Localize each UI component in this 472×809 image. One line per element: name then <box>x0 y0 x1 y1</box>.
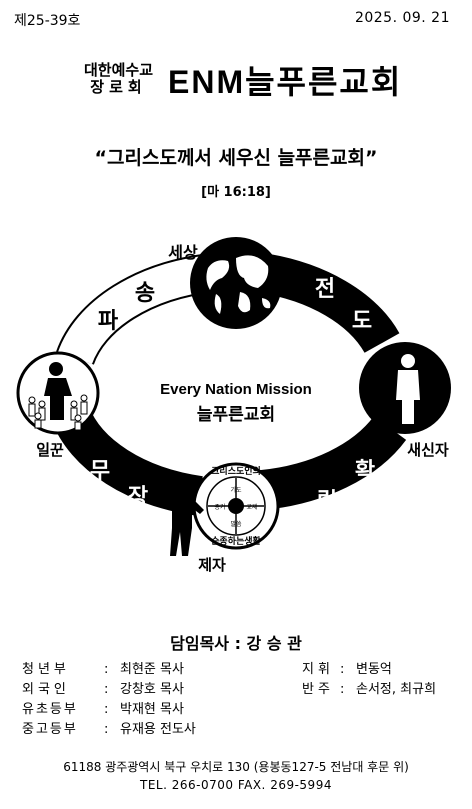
arc-evangelism-char1: 전 <box>315 277 335 302</box>
globe-icon <box>190 237 282 329</box>
staff-row: 반주: 손서정, 최규희 <box>302 678 436 697</box>
staff-separator: : <box>104 722 109 737</box>
staff-role: 청년부 <box>22 662 70 677</box>
arc-establish <box>259 415 407 510</box>
arc-evangelism-char2: 도 <box>352 309 372 334</box>
arc-evangelism <box>258 253 400 354</box>
arc-dispatch-char2: 송 <box>135 281 155 306</box>
church-motto: “그리스도께서 세우신 늘푸른교회” <box>94 147 378 169</box>
bible-verse: [마 16:18] <box>201 185 271 200</box>
arc-establish-char2: 립 <box>317 489 337 514</box>
staff-name: 강창호 목사 <box>120 682 184 697</box>
emblem-left: 증거 <box>214 503 225 511</box>
emblem-right: 교제 <box>246 503 257 511</box>
label-army: 일꾼 <box>36 441 64 459</box>
staff-name: 유재용 전도사 <box>120 722 196 737</box>
church-address: 61188 광주광역시 북구 우치로 130 (용봉동127-5 전남대 후문 … <box>63 760 409 774</box>
staff-row: 유초등부: 박재현 목사 <box>22 698 184 717</box>
staff-row: 중고등부: 유재용 전도사 <box>22 718 196 737</box>
staff-separator: : <box>340 682 345 697</box>
arc-establish-char1: 확 <box>355 459 375 484</box>
staff-separator: : <box>104 702 109 717</box>
church-name: ENM늘푸른교회 <box>168 64 403 100</box>
issue-number: 제25-39호 <box>14 13 81 29</box>
arc-arming-char2: 장 <box>128 485 148 510</box>
denomination: 대한예수교 장로회 <box>84 62 153 96</box>
emblem-bottom: 순종하는생활 <box>211 535 261 547</box>
staff-separator: : <box>104 682 109 697</box>
church-phone-fax: TEL. 266-0700 FAX. 269-5994 <box>140 778 332 792</box>
emblem-up: 기도 <box>230 486 242 494</box>
senior-pastor: 담임목사 : 강 승 관 <box>170 634 302 653</box>
emblem-down: 말씀 <box>230 520 242 528</box>
staff-row: 청년부: 최현준 목사 <box>22 658 184 677</box>
label-world: 세상 <box>168 243 198 262</box>
staff-role: 유초등부 <box>22 702 78 717</box>
denomination-line1: 대한예수교 <box>84 61 154 79</box>
staff-row: 외국인: 강창호 목사 <box>22 678 184 697</box>
staff-name: 최현준 목사 <box>120 662 184 677</box>
center-church: 늘푸른교회 <box>197 405 275 425</box>
new-believer-icon <box>359 342 451 434</box>
staff-separator: : <box>104 662 109 677</box>
staff-name: 박재현 목사 <box>120 702 184 717</box>
staff-role: 지휘 <box>302 662 334 677</box>
emblem-top: 그리스도인의 <box>211 465 261 477</box>
disciple-figure-icon <box>170 484 204 556</box>
staff-role: 외국인 <box>22 682 70 697</box>
staff-row: 지휘: 변동억 <box>302 658 392 677</box>
army-icon <box>16 351 100 435</box>
denomination-line2: 장로회 <box>90 78 147 96</box>
arc-dispatch-char1: 파 <box>98 309 119 334</box>
disciple-emblem: 그리스도인의 순종하는생활 증거 교제 기도 말씀 <box>192 462 280 550</box>
staff-name: 변동억 <box>356 662 392 677</box>
staff-role: 반주 <box>302 682 334 697</box>
bulletin-date: 2025. 09. 21 <box>354 10 450 26</box>
staff-name: 손서정, 최규희 <box>356 682 437 697</box>
label-new-believer: 새신자 <box>407 441 449 459</box>
staff-separator: : <box>340 662 345 677</box>
center-mission: Every Nation Mission <box>160 381 312 398</box>
arc-arming-char1: 무 <box>90 459 110 484</box>
staff-role: 중고등부 <box>22 722 78 737</box>
label-disciple: 제자 <box>198 556 226 574</box>
mission-cycle-diagram: 파 송 전 도 확 립 무 장 세상 새신자 일꾼 <box>16 237 451 574</box>
